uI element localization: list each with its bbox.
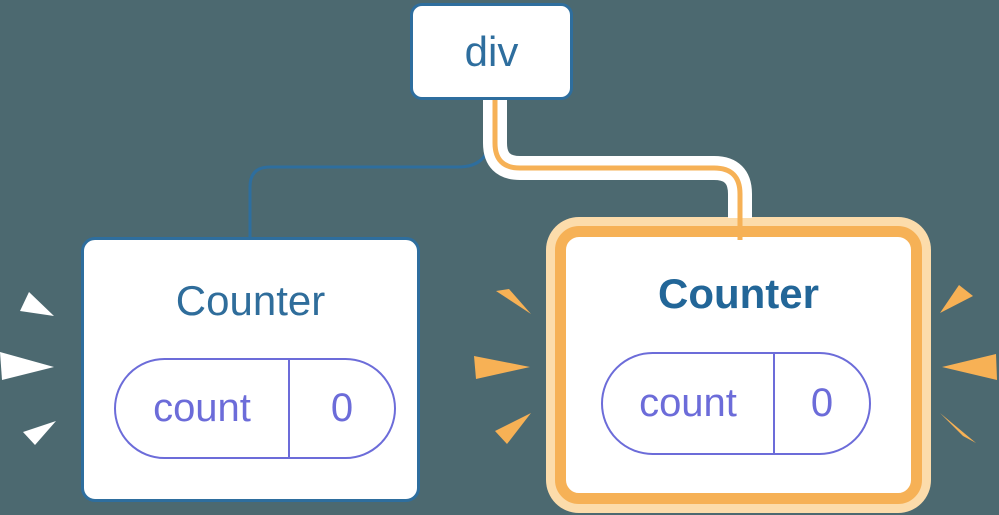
- spark-icon: [23, 421, 56, 445]
- edge-to-right-counter: [492, 100, 743, 240]
- state-value: 0: [810, 381, 834, 425]
- counter-card-right: Counter count 0: [555, 226, 922, 504]
- spark-icon: [495, 413, 531, 444]
- spark-icon: [0, 352, 54, 380]
- spark-icon: [940, 413, 976, 443]
- root-node-label: div: [464, 27, 519, 75]
- state-pill: count 0: [601, 352, 871, 455]
- edge-to-right-counter-outline: [483, 100, 752, 218]
- counter-title: Counter: [658, 270, 819, 317]
- state-value: 0: [330, 386, 354, 430]
- counter-card-left: Counter count 0: [81, 237, 420, 502]
- spark-icon: [940, 285, 973, 313]
- spark-icon: [942, 354, 997, 380]
- state-key-label: count: [603, 354, 775, 453]
- state-pill: count 0: [114, 358, 396, 459]
- edge-to-left-counter: [248, 101, 492, 240]
- root-node: div: [410, 3, 573, 100]
- spark-icon: [20, 292, 54, 316]
- spark-icon: [496, 289, 531, 314]
- counter-title: Counter: [175, 277, 326, 324]
- spark-icon: [474, 356, 530, 379]
- state-key-label: count: [116, 360, 290, 457]
